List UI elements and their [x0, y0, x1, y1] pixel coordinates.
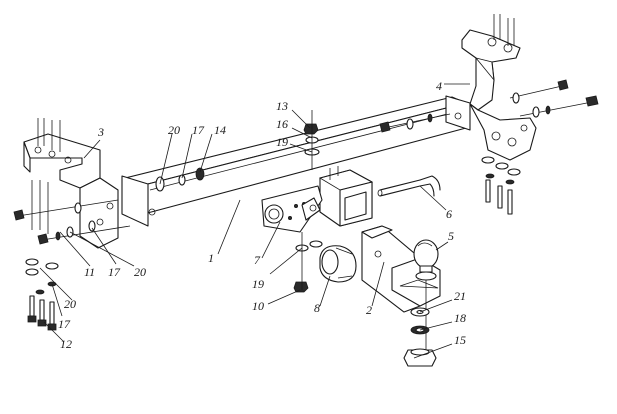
callout-8: 8	[314, 301, 320, 315]
top-nut-stack	[303, 110, 320, 170]
callout-17-top: 17	[192, 123, 205, 137]
electrical-socket	[319, 245, 357, 283]
callout-3: 3	[97, 125, 104, 139]
callout-20-low: 20	[64, 297, 76, 311]
callout-6: 6	[446, 207, 452, 221]
right-vertical-bolts	[481, 156, 521, 215]
callout-20-mid: 20	[134, 265, 146, 279]
callout-10: 10	[252, 299, 264, 313]
callout-19-top: 19	[276, 135, 288, 149]
ball-nut-stack	[403, 307, 437, 367]
right-bracket	[461, 14, 537, 161]
callout-17-mid: 17	[108, 265, 121, 279]
callout-16: 16	[276, 117, 288, 131]
callout-13: 13	[276, 99, 288, 113]
callout-19-low: 19	[252, 277, 264, 291]
callout-labels: 1 2 3 4 5 6 7 8 10 11 12 13 14 15 16 17 …	[58, 79, 466, 351]
callout-15: 15	[454, 333, 466, 347]
bottom-nut-stack	[293, 232, 323, 293]
callout-1: 1	[208, 251, 214, 265]
callout-11: 11	[84, 265, 95, 279]
leader-lines	[39, 83, 470, 359]
callout-2: 2	[366, 303, 372, 317]
left-horizontal-bolts	[13, 199, 131, 245]
callout-20-top: 20	[168, 123, 180, 137]
callout-12: 12	[60, 337, 72, 351]
receiver-housing	[318, 166, 374, 227]
callout-17-low: 17	[58, 317, 71, 331]
right-horizontal-bolts	[379, 79, 599, 133]
callout-7: 7	[254, 253, 261, 267]
callout-5: 5	[448, 229, 454, 243]
left-clamp-washers	[155, 167, 205, 192]
callout-21: 21	[454, 289, 466, 303]
hitch-pin	[377, 175, 441, 197]
callout-14: 14	[214, 123, 226, 137]
callout-4: 4	[436, 79, 442, 93]
left-bracket	[23, 118, 119, 249]
left-vertical-bolts	[25, 258, 59, 331]
callout-18: 18	[454, 311, 466, 325]
socket-plate	[261, 185, 323, 233]
tow-ball	[413, 239, 439, 350]
